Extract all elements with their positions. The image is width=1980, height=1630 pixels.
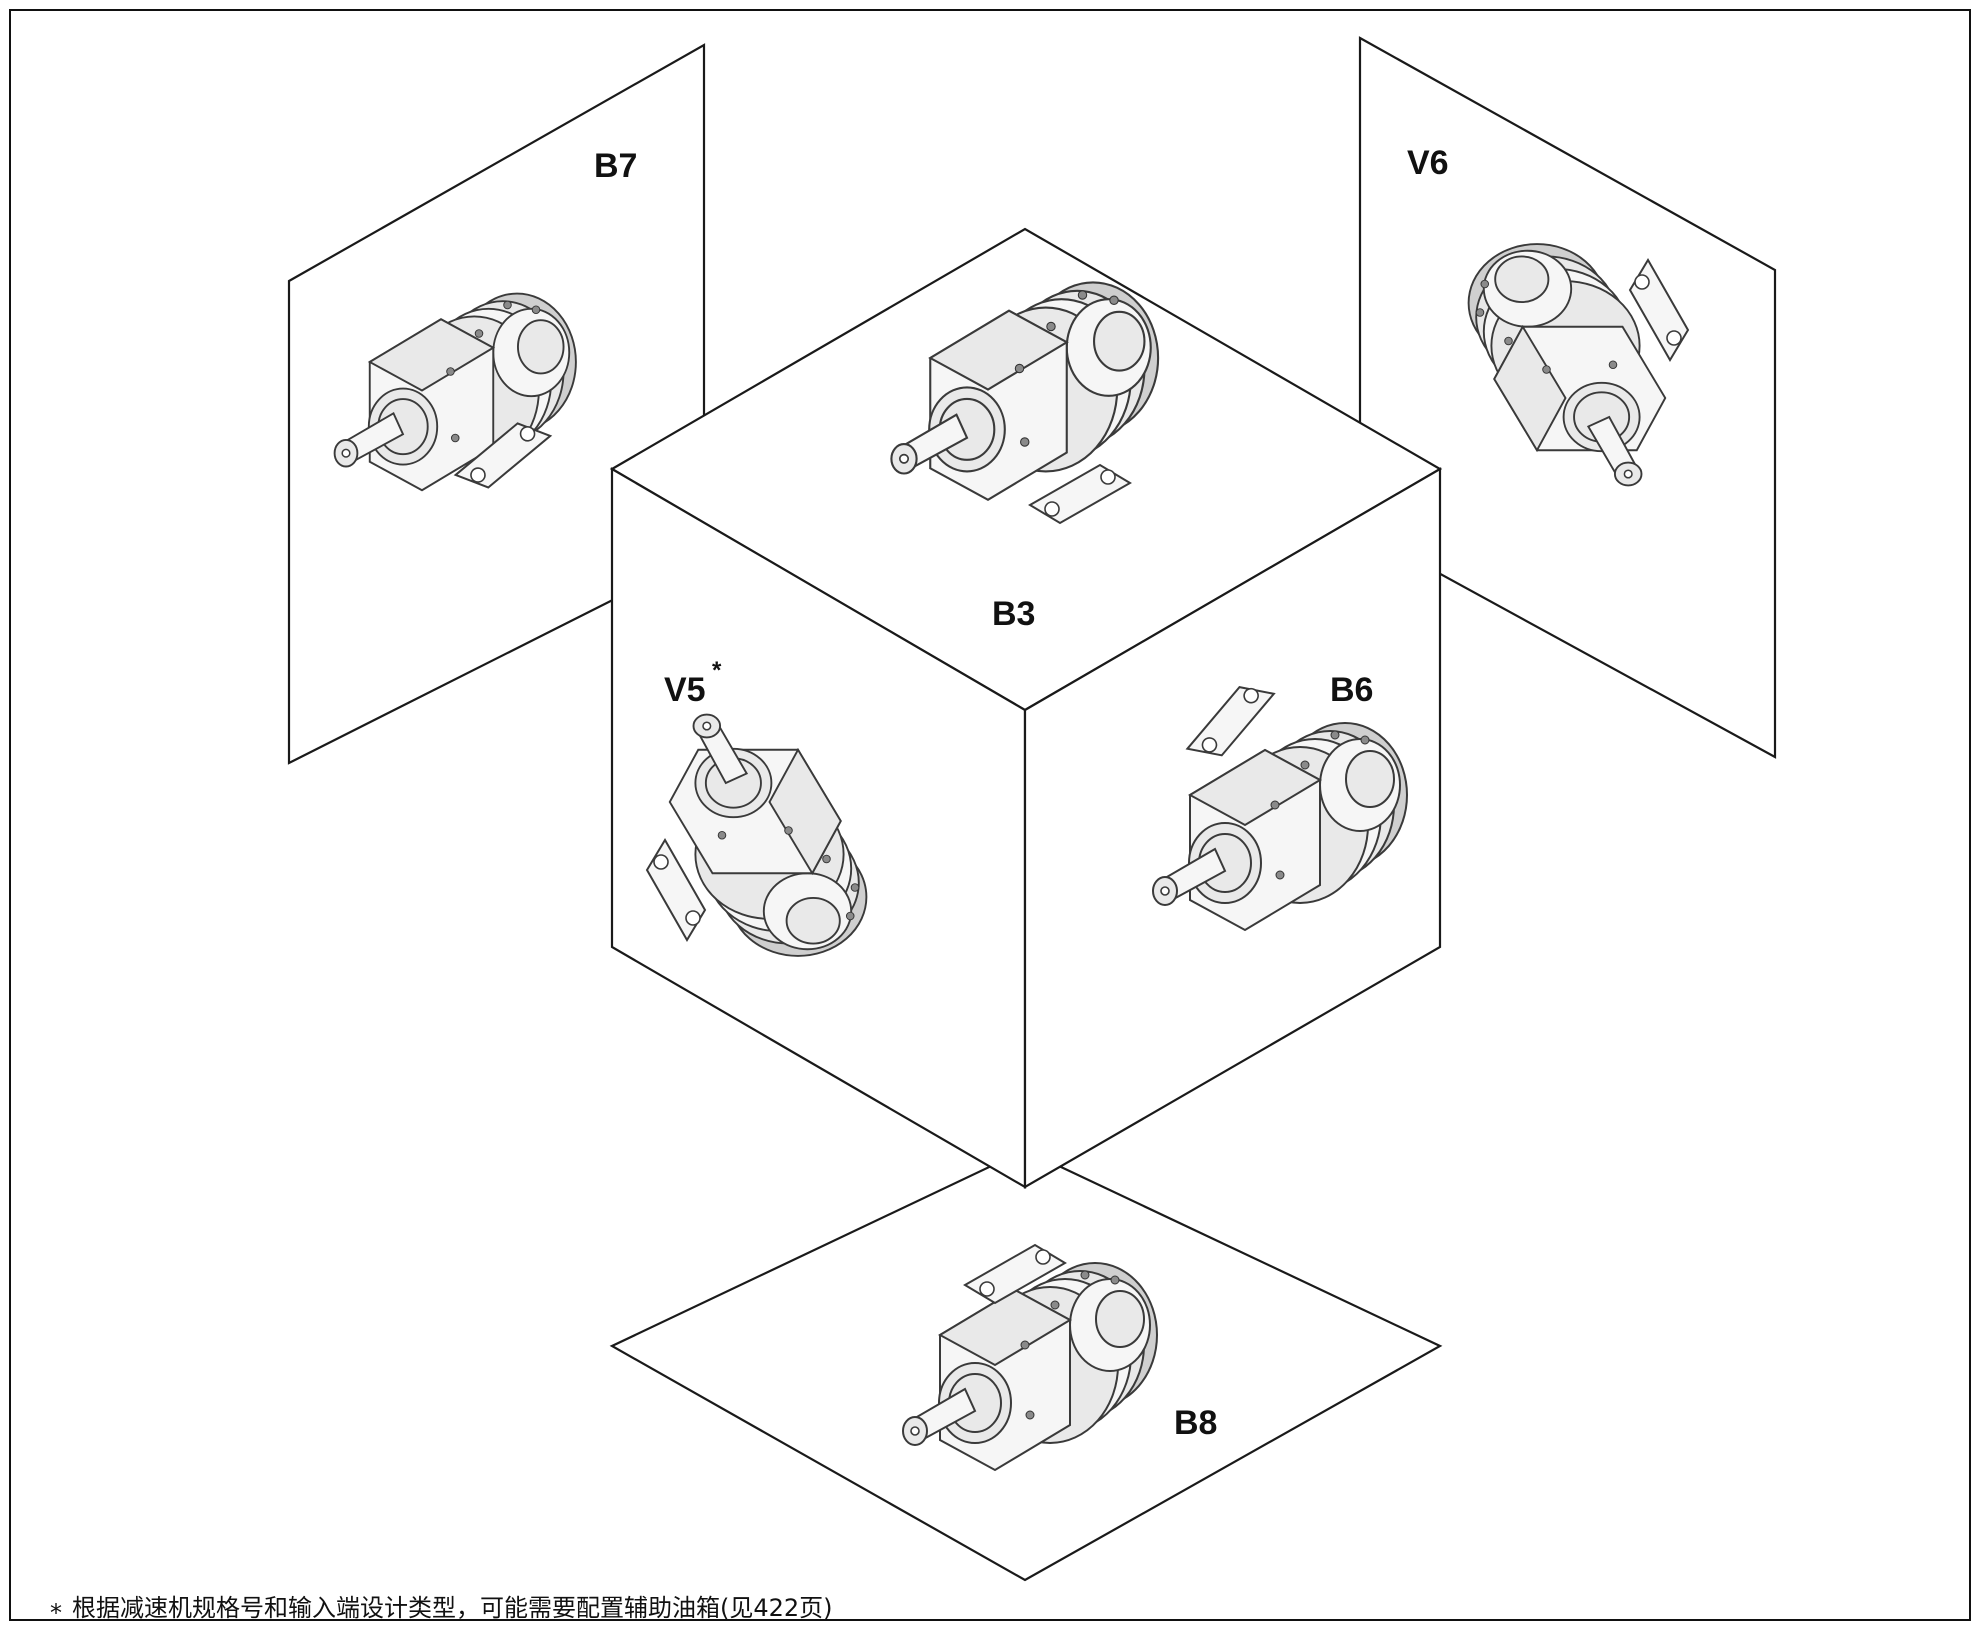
footnote-marker: * — [50, 1599, 62, 1627]
label-b8: B8 — [1174, 1404, 1217, 1442]
label-b3: B3 — [992, 595, 1035, 633]
label-v5-asterisk: * — [712, 657, 722, 684]
label-b7: B7 — [594, 147, 637, 185]
label-v5: V5 — [664, 671, 706, 709]
label-v6: V6 — [1407, 144, 1449, 182]
footnote-text: 根据减速机规格号和输入端设计类型，可能需要配置辅助油箱(见422页) — [72, 1594, 833, 1622]
label-b6: B6 — [1330, 671, 1373, 709]
